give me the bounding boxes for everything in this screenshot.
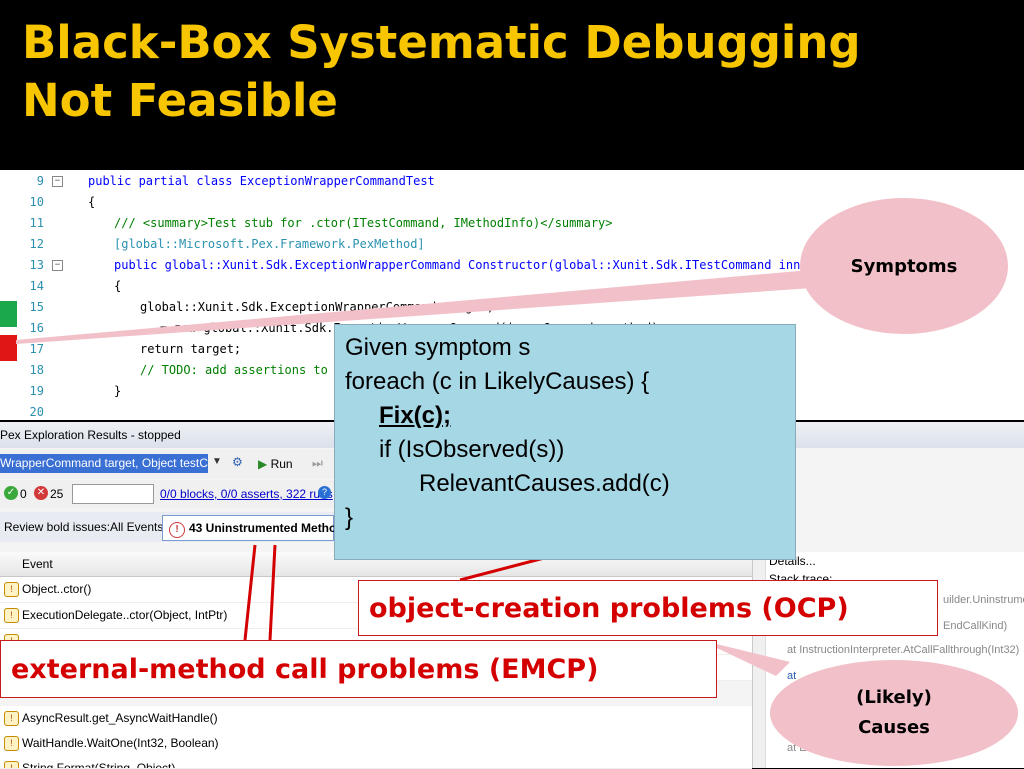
line-number: 16 — [29, 321, 44, 335]
settings-icon[interactable]: ⚙ — [232, 455, 243, 469]
code-line: 18 // TODO: add assertions to method — [0, 360, 1024, 381]
line-number: 13 — [29, 258, 44, 272]
line-number: 14 — [29, 279, 44, 293]
code-line: 10 { — [0, 192, 1024, 213]
line-number: 12 — [29, 237, 44, 251]
event-text: AsyncResult.get_AsyncWaitHandle() — [22, 711, 218, 725]
slide-title-line1: Black-Box Systematic Debugging — [22, 16, 861, 69]
code-line: 13 − public global::Xunit.Sdk.ExceptionW… — [0, 255, 1024, 276]
algorithm-box: Given symptom s foreach (c in LikelyCaus… — [334, 324, 796, 560]
pass-marker — [0, 301, 17, 327]
collapse-icon[interactable]: − — [52, 176, 63, 187]
method-icon: ! — [4, 736, 19, 751]
pass-icon: ✓ — [4, 486, 18, 500]
trace-line: EndCallKind) — [943, 620, 1008, 632]
chevron-down-icon[interactable]: ▼ — [212, 456, 222, 467]
line-number: 17 — [29, 342, 44, 356]
event-text: String.Format(String, Object) — [22, 761, 176, 769]
trace-line: uilder.Uninstrume — [943, 594, 1024, 606]
emcp-connector — [243, 544, 257, 641]
method-icon: ! — [4, 711, 19, 726]
line-number: 15 — [29, 300, 44, 314]
tab-all-events[interactable]: All Events — [110, 520, 164, 534]
trace-line: at InstructionInterpreter.AtCallFallthro… — [787, 644, 1020, 656]
slide-title-line2: Not Feasible — [22, 74, 338, 127]
symptoms-bubble: Symptoms — [800, 198, 1008, 334]
algo-line: foreach (c in LikelyCauses) { — [345, 368, 650, 395]
algo-line: Fix(c); — [379, 402, 451, 429]
code-text: public partial class ExceptionWrapperCom… — [88, 174, 435, 188]
causes-label-line1: (Likely) — [856, 687, 932, 708]
fail-icon: ✕ — [34, 486, 48, 500]
code-line: 12 [global::Microsoft.Pex.Framework.PexM… — [0, 234, 1024, 255]
stop-icon[interactable]: ⏭ — [312, 456, 323, 470]
uninstrumented-tab-label: 43 Uninstrumented Methods — [189, 521, 351, 535]
event-text: Object..ctor() — [22, 582, 92, 596]
info-icon[interactable]: ? — [318, 486, 331, 499]
event-text: WaitHandle.WaitOne(Int32, Boolean) — [22, 736, 219, 750]
progress-box — [72, 484, 154, 504]
algo-line: Given symptom s — [345, 334, 531, 361]
ocp-connector — [459, 555, 549, 582]
code-text: // TODO: add assertions to method — [140, 363, 379, 377]
method-icon: ! — [4, 608, 19, 623]
algo-line: } — [345, 504, 354, 531]
event-column-label: Event — [22, 557, 53, 571]
line-number: 19 — [29, 384, 44, 398]
algo-line: RelevantCauses.add(c) — [419, 470, 670, 497]
play-icon: ▶ — [258, 457, 268, 471]
warning-icon: ! — [169, 522, 185, 538]
code-line: 17 return target; — [0, 339, 1024, 360]
method-selector[interactable]: WrapperCommand target, Object testClass) — [0, 454, 208, 473]
line-number: 18 — [29, 363, 44, 377]
method-icon: ! — [4, 582, 19, 597]
fail-marker — [0, 335, 17, 361]
table-row[interactable]: ! AsyncResult.get_AsyncWaitHandle() — [0, 706, 752, 732]
code-line: 11 /// <summary>Test stub for .ctor(ITes… — [0, 213, 1024, 234]
code-text: { — [114, 279, 122, 293]
line-number: 9 — [36, 174, 44, 188]
code-text: [global::Microsoft.Pex.Framework.PexMeth… — [114, 237, 425, 251]
code-text: /// <summary>Test stub for .ctor(ITestCo… — [114, 216, 613, 230]
code-line: 9 − public partial class ExceptionWrappe… — [0, 171, 1024, 192]
event-text: ExecutionDelegate..ctor(Object, IntPtr) — [22, 608, 228, 622]
passed-count: 0 — [20, 487, 27, 501]
line-number: 20 — [29, 405, 44, 419]
code-line: 20 — [0, 402, 1024, 423]
ocp-callout: object-creation problems (OCP) — [358, 580, 938, 636]
run-label: Run — [270, 457, 293, 471]
code-text: return target; — [140, 342, 242, 356]
review-label: Review bold issues: — [4, 520, 111, 534]
failed-count: 25 — [50, 487, 64, 501]
method-icon: ! — [4, 761, 19, 768]
symptoms-label: Symptoms — [850, 255, 958, 277]
algo-line: if (IsObserved(s)) — [379, 436, 565, 463]
symptom-pointer — [16, 270, 812, 344]
run-button[interactable]: ▶ Run — [258, 455, 293, 473]
causes-pointer — [700, 640, 790, 676]
collapse-icon[interactable]: − — [52, 260, 63, 271]
emcp-connector — [268, 544, 277, 641]
slide-title: Black-Box Systematic Debugging Not Feasi… — [22, 14, 1012, 130]
tab-uninstrumented-methods[interactable]: ! 43 Uninstrumented Methods — [162, 515, 350, 541]
causes-label-line2: Causes — [858, 717, 930, 738]
code-text: } — [114, 384, 122, 398]
trace-line[interactable]: at — [787, 670, 797, 682]
coverage-link[interactable]: 0/0 blocks, 0/0 asserts, 322 runs — [160, 487, 333, 501]
causes-bubble: (Likely) Causes — [770, 660, 1018, 766]
code-text: public global::Xunit.Sdk.ExceptionWrappe… — [114, 258, 866, 272]
line-number: 10 — [29, 195, 44, 209]
code-line: 19 } — [0, 381, 1024, 402]
emcp-callout: external-method call problems (EMCP) — [0, 640, 717, 698]
code-line: 14 { — [0, 276, 1024, 297]
code-text: { — [88, 195, 96, 209]
line-number: 11 — [29, 216, 44, 230]
